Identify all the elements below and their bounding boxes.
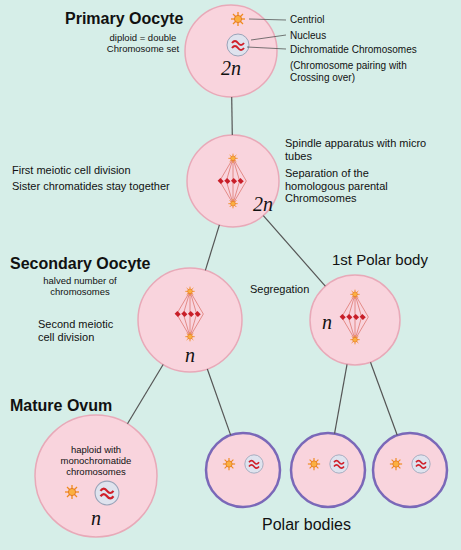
annotation-label: First meiotic cell division — [12, 164, 182, 177]
cell-note: diploid = double Chromosome set — [100, 33, 186, 55]
ploidy-label: 2n — [185, 57, 277, 80]
cell-note: haploid with monochromatide chromosomes — [55, 445, 137, 478]
cell-heading: Secondary Oocyte — [10, 255, 151, 273]
cell: Mature Ovumhaploid with monochromatide c… — [35, 415, 157, 537]
lineage-line — [370, 362, 397, 435]
cell: Secondary Oocytehalved number of chromos… — [138, 268, 242, 372]
annotation-label: Segregation — [250, 283, 330, 296]
lineage-line — [207, 369, 230, 435]
cell-heading: Mature Ovum — [10, 397, 112, 415]
annotation-label: Centriol — [290, 14, 450, 26]
annotation-label: Nucleus — [290, 30, 450, 42]
cell-heading: 1st Polar body — [332, 251, 428, 268]
lineage-line — [127, 365, 163, 424]
annotation-label: Sister chromatides stay together — [12, 180, 172, 193]
cell: 2n — [187, 135, 279, 227]
cell-heading: Primary Oocyte — [65, 10, 183, 28]
ploidy-label: 2n — [250, 193, 276, 216]
lineage-line — [205, 225, 219, 270]
cell-note: halved number of chromosomes — [40, 276, 120, 298]
annotation-label: (Chromosome pairing with Crossing over) — [290, 60, 440, 83]
lineage-line — [335, 364, 347, 433]
annotation-label: Polar bodies — [262, 516, 382, 534]
cell: Primary Oocytediploid = double Chromosom… — [185, 5, 277, 97]
ploidy-label: n — [138, 344, 242, 367]
ploidy-label: n — [316, 311, 338, 334]
annotation-label: Second meiotic cell division — [38, 318, 124, 343]
annotation-label: Spindle apparatus with micro tubes — [285, 137, 435, 162]
annotation-label: Separation of the homologous parental Ch… — [285, 167, 400, 205]
cell: 1st Polar bodyn — [310, 275, 400, 365]
lineage-line — [231, 97, 233, 135]
lineage-line — [263, 216, 325, 287]
cell — [291, 433, 365, 507]
ploidy-label: n — [35, 507, 157, 530]
cell — [206, 433, 280, 507]
cell — [373, 433, 447, 507]
annotation-label: Dichromatide Chromosomes — [290, 44, 450, 56]
